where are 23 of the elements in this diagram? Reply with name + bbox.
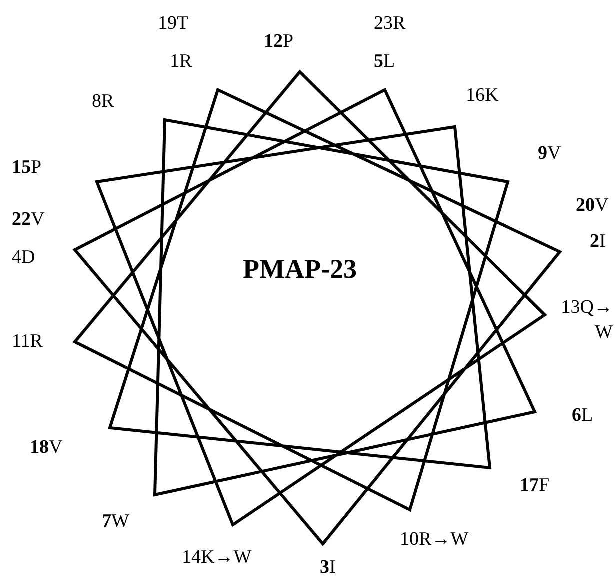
residue-label: 16K	[466, 86, 499, 107]
residue-label: 15P	[12, 158, 42, 179]
peptide-name: PMAP-23	[243, 255, 357, 285]
residue-label: 13Q→W	[561, 296, 613, 345]
residue-label: 6L	[572, 406, 594, 427]
residue-label: 12P	[264, 32, 294, 53]
residue-label: 8R	[92, 92, 114, 113]
residue-label: 2I	[590, 232, 606, 253]
residue-label: 14K→W	[182, 548, 252, 569]
residue-label: 1R	[170, 52, 192, 73]
residue-label: 11R	[12, 332, 43, 353]
residue-label: 3I	[320, 558, 336, 579]
residue-label: 4D	[12, 248, 36, 269]
residue-label: 5L	[374, 52, 396, 73]
residue-label: 23R	[374, 14, 406, 35]
residue-label: 7W	[102, 512, 130, 533]
residue-label: 10R→W	[400, 530, 469, 551]
residue-label: 20V	[576, 196, 609, 217]
residue-label: 22V	[12, 210, 45, 231]
residue-label: 18V	[30, 438, 63, 459]
residue-label: 17F	[520, 476, 550, 497]
residue-label: 19T	[158, 14, 189, 35]
residue-label: 9V	[538, 144, 562, 165]
